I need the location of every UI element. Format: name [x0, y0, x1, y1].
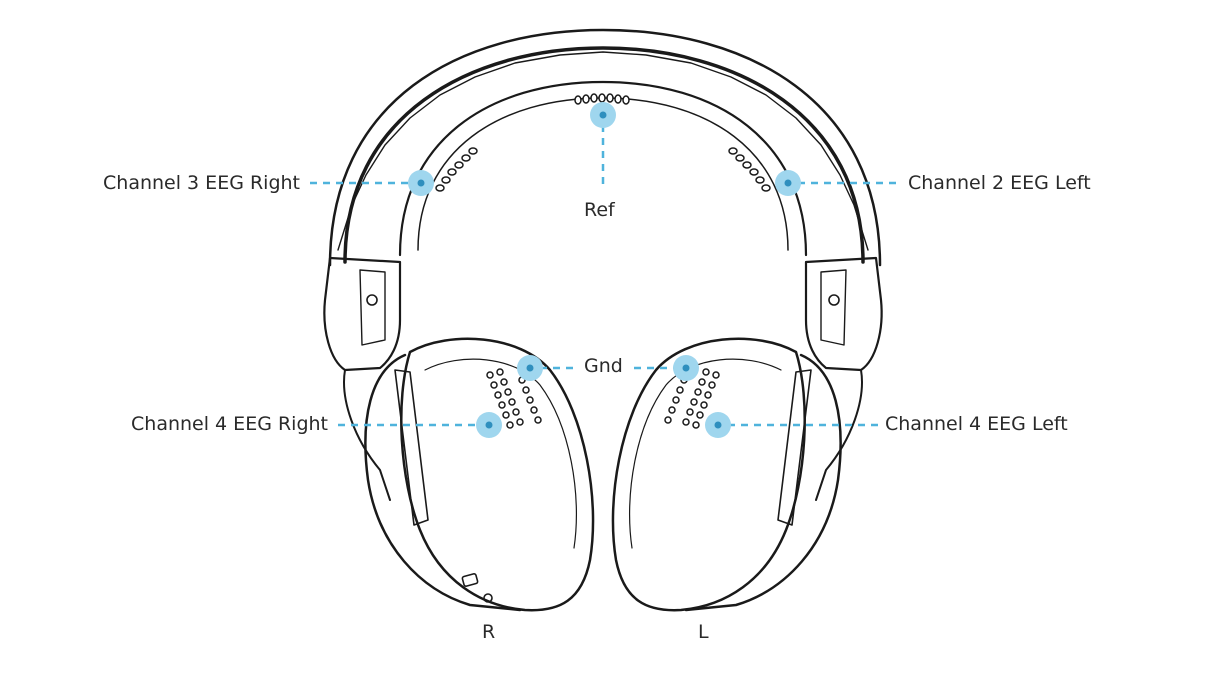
- marker-ch4-right: [476, 412, 502, 438]
- headband-facets: [337, 51, 869, 251]
- marker-gnd-left: [673, 355, 699, 381]
- right-earcup-shell: [364, 353, 522, 612]
- marker-gnd-right: [517, 355, 543, 381]
- headband-band: [343, 46, 865, 264]
- label-side-r: R: [482, 621, 496, 643]
- label-channel-2-eeg-left: Channel 2 EEG Left: [908, 172, 1091, 194]
- left-yoke: [804, 256, 883, 372]
- label-ref: Ref: [584, 199, 615, 221]
- marker-ch2-left: [775, 170, 801, 196]
- electrode-markers: [408, 102, 801, 438]
- right-yoke: [323, 256, 402, 372]
- label-channel-4-eeg-left: Channel 4 EEG Left: [885, 413, 1068, 435]
- left-earcup: [611, 337, 806, 612]
- right-earcup: [400, 337, 595, 612]
- headband-inner: [398, 80, 808, 257]
- headband-outer: [328, 28, 882, 267]
- marker-ref: [590, 102, 616, 128]
- marker-ch4-left: [705, 412, 731, 438]
- marker-ch3-right: [408, 170, 434, 196]
- label-side-l: L: [698, 621, 709, 643]
- label-channel-3-eeg-right: Channel 3 EEG Right: [103, 172, 300, 194]
- label-gnd: Gnd: [584, 355, 623, 377]
- left-earcup-shell: [684, 353, 842, 612]
- label-channel-4-eeg-right: Channel 4 EEG Right: [131, 413, 328, 435]
